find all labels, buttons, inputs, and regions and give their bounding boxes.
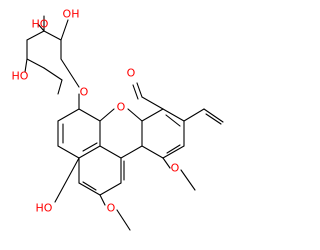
bond-line: [43, 30, 62, 41]
bond-line: [205, 113, 222, 125]
carbonyl-oxygen-label: O: [127, 67, 136, 80]
bond-line: [57, 108, 80, 122]
bond-line: [78, 182, 101, 196]
bond-line: [180, 169, 196, 191]
bond-line: [82, 142, 98, 152]
atom-label-layer: O O O HO OH HO O HO O: [12, 8, 180, 215]
bond-line: [132, 84, 139, 100]
bond-line: [57, 79, 63, 95]
bond-line: [141, 145, 164, 159]
bond-line: [127, 108, 143, 122]
bond-line: [26, 30, 45, 41]
bond-line: [116, 209, 131, 231]
bond-line: [24, 58, 28, 73]
sugar-ring-oxygen-label: O: [80, 86, 89, 99]
methoxy-oxygen-right-label: O: [171, 162, 180, 175]
bond-line: [99, 145, 122, 159]
bond-line: [203, 108, 224, 123]
bond-line: [82, 181, 97, 191]
bond-line: [165, 114, 181, 127]
bond-layer: [24, 15, 224, 231]
sugar-hydroxyl-right-label: OH: [63, 8, 80, 21]
methoxy-oxygen-bottom-label: O: [107, 202, 116, 215]
sugar-hydroxyl-top-label: HO: [32, 18, 49, 31]
bond-line: [166, 144, 181, 154]
bond-line: [54, 157, 80, 203]
naphthol-hydroxyl-label: HO: [36, 202, 53, 215]
bond-line: [43, 67, 63, 81]
bond-line: [26, 58, 45, 69]
bond-line: [162, 108, 185, 122]
bond-line: [60, 58, 80, 88]
bond-line: [183, 108, 205, 122]
bond-line: [141, 108, 164, 122]
bond-line: [162, 145, 185, 159]
bond-line: [78, 145, 101, 159]
bond-line: [60, 19, 69, 41]
bond-line: [162, 157, 171, 169]
bond-line: [99, 194, 106, 206]
lactone-ring-oxygen-label: O: [117, 101, 126, 114]
sugar-hydroxyl-left-label: HO: [12, 70, 29, 83]
bond-line: [136, 82, 143, 98]
bond-line: [57, 145, 80, 159]
bond-line: [78, 108, 101, 122]
bond-line: [99, 182, 122, 196]
bond-line: [99, 108, 115, 122]
bond-line: [37, 23, 45, 32]
chemical-structure: O O O HO OH HO O HO O: [11, 7, 224, 231]
bond-line: [141, 96, 164, 110]
bond-line: [120, 145, 143, 159]
